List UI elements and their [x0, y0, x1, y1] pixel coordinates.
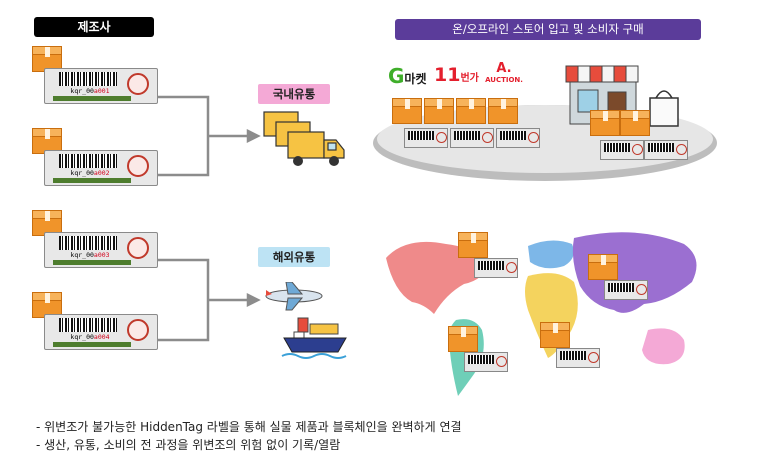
- maker-label: 제조사: [34, 17, 154, 37]
- mini-label: [474, 258, 518, 278]
- overseas-distribution-label: 해외유통: [258, 247, 330, 267]
- box-icon: [590, 110, 620, 136]
- box-icon: [32, 210, 62, 236]
- box-icon: [488, 98, 518, 124]
- mini-label: [604, 280, 648, 300]
- airplane-icon: [265, 282, 323, 311]
- seal-icon: [127, 237, 149, 259]
- box-icon: [32, 46, 62, 72]
- hiddentag-label: kqr_00a004: [44, 314, 158, 350]
- footer-line-1: - 위변조가 불가능한 HiddenTag 라벨을 통해 실물 제품과 블록체인…: [36, 420, 462, 434]
- mini-label: [464, 352, 508, 372]
- box-icon: [456, 98, 486, 124]
- world-map-icon: [386, 232, 697, 396]
- hiddentag-label: kqr_00a001: [44, 68, 158, 104]
- barcode-icon: [59, 154, 117, 168]
- barcode-icon: [59, 318, 117, 332]
- box-icon: [588, 254, 618, 280]
- 11st-logo: 11번가: [434, 64, 479, 86]
- mini-label: [450, 128, 494, 148]
- mini-label: [600, 140, 644, 160]
- store-label: 온/오프라인 스토어 입고 및 소비자 구매: [395, 19, 701, 40]
- label-code: kqr_00a004: [70, 333, 110, 341]
- box-icon: [32, 292, 62, 318]
- box-icon: [620, 110, 650, 136]
- label-code: kqr_00a003: [70, 251, 110, 259]
- label-code: kqr_00a001: [70, 87, 110, 95]
- barcode-icon: [59, 72, 117, 86]
- box-icon: [458, 232, 488, 258]
- gmarket-logo: G마켓: [388, 64, 427, 88]
- auction-logo: A. AUCTION.: [485, 61, 523, 85]
- footer-line-2: - 생산, 유통, 소비의 전 과정을 위변조의 위험 없이 기록/열람: [36, 438, 341, 452]
- box-icon: [448, 326, 478, 352]
- seal-icon: [127, 319, 149, 341]
- ship-icon: [281, 317, 347, 359]
- box-icon: [424, 98, 454, 124]
- barcode-icon: [59, 236, 117, 250]
- hiddentag-label: kqr_00a002: [44, 150, 158, 186]
- domestic-distribution-label: 국내유통: [258, 84, 330, 104]
- label-code: kqr_00a002: [70, 169, 110, 177]
- seal-icon: [127, 73, 149, 95]
- mini-label: [556, 348, 600, 368]
- box-icon: [32, 128, 62, 154]
- mini-label: [496, 128, 540, 148]
- truck-icon: [263, 111, 345, 166]
- seal-icon: [127, 155, 149, 177]
- mini-label: [644, 140, 688, 160]
- mini-label: [404, 128, 448, 148]
- hiddentag-label: kqr_00a003: [44, 232, 158, 268]
- shopping-bag-icon: [649, 90, 679, 127]
- box-icon: [540, 322, 570, 348]
- box-icon: [392, 98, 422, 124]
